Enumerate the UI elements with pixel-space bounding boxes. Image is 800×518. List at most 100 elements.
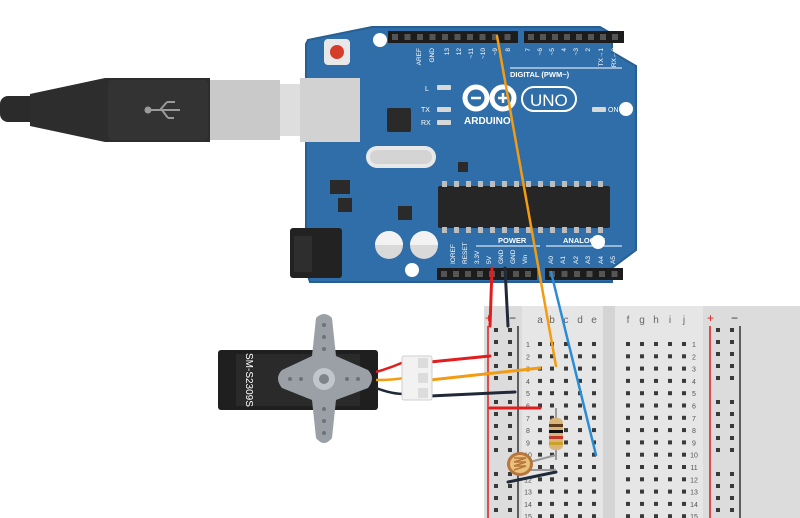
breadboard-hole <box>550 514 554 518</box>
arduino-infinity-logo <box>462 84 517 112</box>
wire-5v-red <box>488 266 494 328</box>
rail-hole <box>508 328 512 332</box>
breadboard-hole <box>564 477 568 482</box>
digital-pin-label: 7 <box>525 48 532 52</box>
breadboard-row-label: 6 <box>692 404 696 411</box>
chip-pin <box>478 181 483 187</box>
digital-pin-label: GND <box>429 48 436 63</box>
header-hole <box>513 271 519 277</box>
rail-hole <box>730 424 734 428</box>
rail-hole <box>494 340 498 344</box>
breadboard-hole <box>538 342 542 346</box>
breadboard-hole <box>640 378 644 383</box>
breadboard-hole <box>550 366 554 371</box>
rail-hole <box>494 400 498 404</box>
led-l <box>437 85 451 90</box>
breadboard-hole <box>654 354 658 359</box>
header-hole <box>576 34 582 40</box>
breadboard-column-label: h <box>653 315 659 326</box>
breadboard-hole <box>640 403 644 408</box>
breadboard-hole <box>550 501 554 506</box>
rail-hole <box>716 508 720 512</box>
breadboard-hole <box>654 452 658 457</box>
digital-pin-label: ~10 <box>480 48 487 59</box>
breadboard-hole <box>538 415 542 420</box>
chip-pin <box>442 181 447 187</box>
breadboard-row-label: 2 <box>692 354 696 361</box>
header-hole <box>564 34 570 40</box>
breadboard-row-label: 12 <box>690 477 698 484</box>
rail-hole <box>508 400 512 404</box>
breadboard-hole <box>564 354 568 359</box>
breadboard-row-label: 15 <box>524 514 532 518</box>
breadboard-hole <box>564 489 568 494</box>
rail-plus-right: + <box>707 311 714 325</box>
breadboard-row-label: 13 <box>690 490 698 497</box>
arduino-brand-label: ARDUINO <box>464 116 511 127</box>
breadboard-hole <box>626 428 630 433</box>
breadboard-column-label: b <box>549 315 555 326</box>
rail-hole <box>730 364 734 368</box>
rail-hole <box>508 448 512 452</box>
digital-pin-label: 13 <box>444 48 451 56</box>
digital-label: DIGITAL (PWM~) <box>510 70 570 79</box>
breadboard-hole <box>668 378 672 383</box>
digital-header-right <box>524 31 624 43</box>
breadboard-hole <box>578 489 582 494</box>
rail-hole <box>730 412 734 416</box>
rail-hole <box>716 436 720 440</box>
rail-hole <box>730 376 734 380</box>
breadboard-hole <box>654 415 658 420</box>
rail-hole <box>730 496 734 500</box>
digital-header-holes <box>392 34 618 40</box>
breadboard-hole <box>564 440 568 445</box>
breadboard-hole <box>564 366 568 371</box>
breadboard-hole <box>538 465 542 469</box>
breadboard-row-label: 14 <box>524 502 532 509</box>
breadboard-hole <box>578 477 582 482</box>
header-hole <box>586 271 593 277</box>
breadboard-hole <box>668 354 672 359</box>
chip-pin <box>514 181 519 187</box>
led-tx <box>437 107 451 112</box>
breadboard-hole <box>654 489 658 494</box>
breadboard-hole <box>538 354 542 359</box>
rail-hole <box>494 472 498 476</box>
header-hole <box>612 34 618 40</box>
breadboard-hole <box>654 342 658 346</box>
breadboard-hole <box>550 489 554 494</box>
breadboard-hole <box>564 391 568 396</box>
breadboard-row-label: 7 <box>526 416 530 423</box>
breadboard-column-label: d <box>577 315 583 326</box>
rail-hole <box>494 412 498 416</box>
breadboard-row-label: 14 <box>690 502 698 509</box>
breadboard-row-label: 9 <box>692 440 696 447</box>
breadboard-hole <box>550 415 554 420</box>
breadboard-hole <box>682 465 686 469</box>
rail-hole <box>508 436 512 440</box>
wire-servo-orange <box>428 366 542 382</box>
chip-pin <box>586 181 591 187</box>
breadboard-hole <box>654 366 658 371</box>
power-analog-header-holes <box>441 271 618 277</box>
rail-hole <box>716 448 720 452</box>
breadboard-hole <box>564 452 568 457</box>
breadboard-hole <box>550 465 554 469</box>
rail-hole <box>508 352 512 356</box>
wire-servo-black <box>428 390 517 398</box>
digital-pin-label: ~3 <box>573 48 580 56</box>
header-hole <box>492 34 498 40</box>
rail-hole <box>494 448 498 452</box>
breadboard-hole <box>668 489 672 494</box>
servo-motor: SM-S2309S <box>218 314 433 443</box>
breadboard-hole <box>578 428 582 433</box>
breadboard-hole <box>626 514 630 518</box>
breadboard-hole <box>682 354 686 359</box>
breadboard-hole <box>682 366 686 371</box>
rail-hole <box>494 436 498 440</box>
rail-hole <box>730 328 734 332</box>
breadboard-hole <box>668 342 672 346</box>
chip-pin <box>478 227 483 233</box>
